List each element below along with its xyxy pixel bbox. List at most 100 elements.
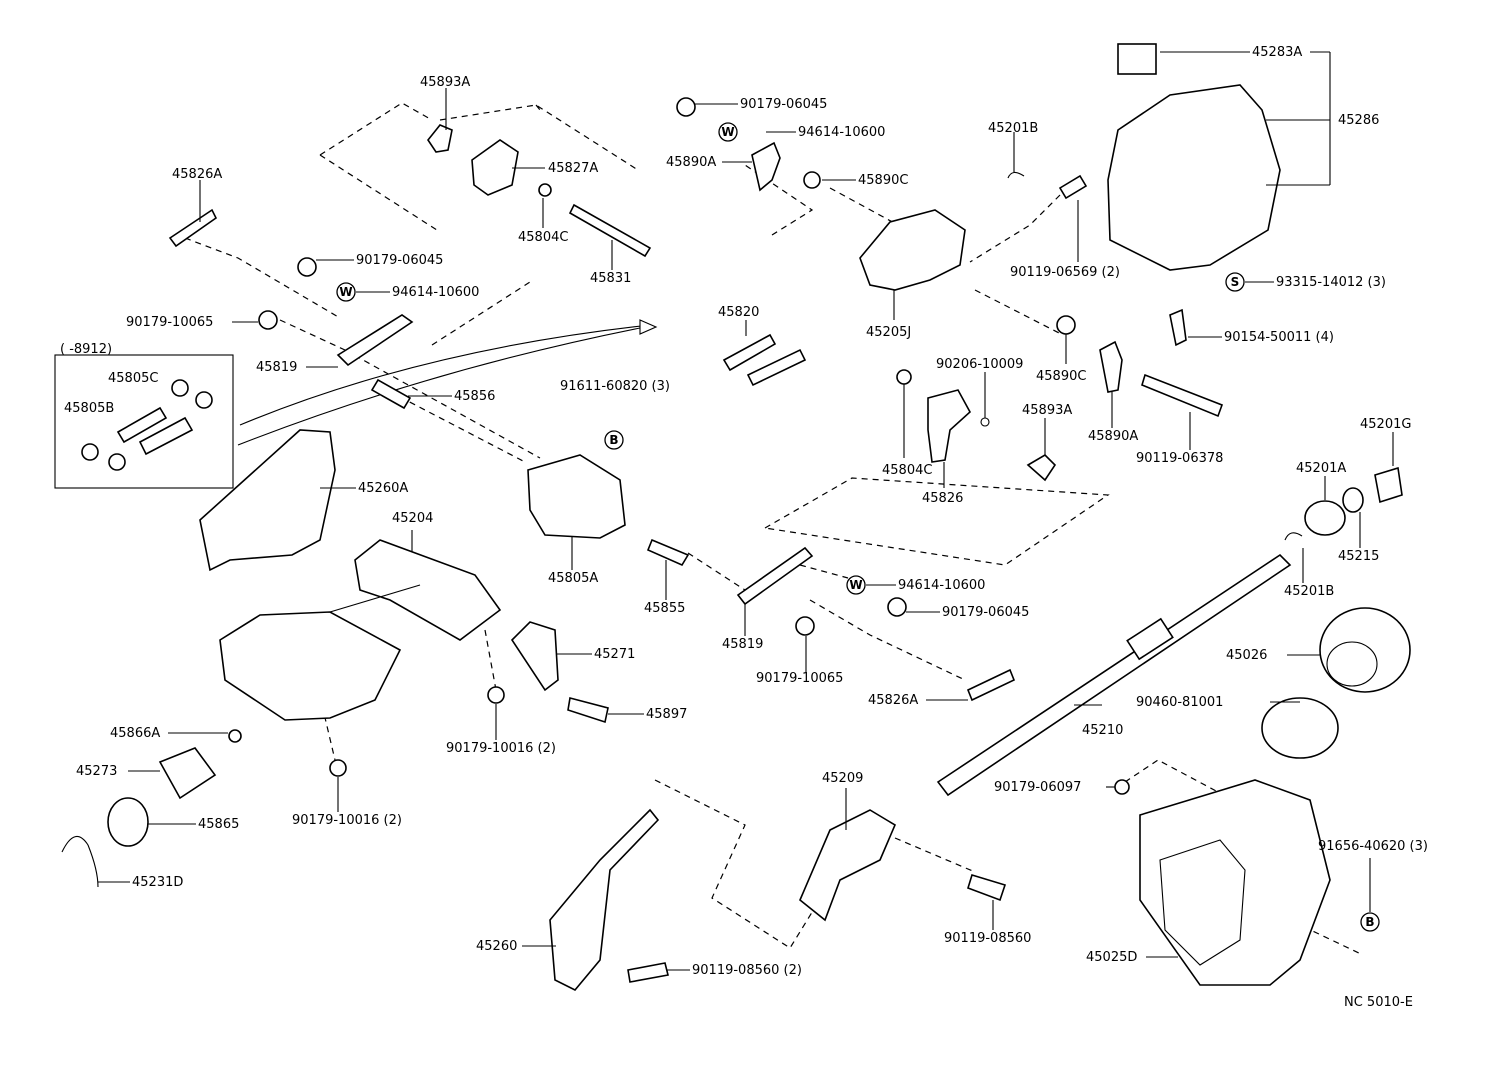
- callout-b-b: B: [1365, 915, 1374, 929]
- label-90179-06097: 90179-06097: [994, 780, 1081, 795]
- label-90460-81001: 90460-81001: [1136, 695, 1223, 710]
- label-90179-06045-c: 90179-06045: [942, 605, 1029, 620]
- pin-45856: [370, 378, 412, 410]
- label-year-range: ( -8912): [60, 342, 112, 357]
- pin-45831: [568, 203, 652, 258]
- label-45893A-top: 45893A: [420, 75, 470, 90]
- spring-45805C: [116, 406, 194, 456]
- label-45865: 45865: [198, 817, 239, 832]
- cylinder-45273: [158, 747, 217, 800]
- label-45283A: [1117, 43, 1157, 75]
- spring-45826A-mid: [966, 668, 1016, 702]
- label-90179-10016-a: 90179-10016 (2): [446, 741, 556, 756]
- label-90179-10065-a: 90179-10065: [126, 315, 213, 330]
- callout-w-a: W: [339, 285, 352, 299]
- callout-w-b: W: [721, 125, 734, 139]
- lock-45805A: [527, 454, 626, 539]
- clip-45201B: [1007, 171, 1025, 179]
- washer-w-callout-icon: [846, 575, 866, 595]
- label-45210: 45210: [1082, 723, 1123, 738]
- label-94614-10600-c: 94614-10600: [898, 578, 985, 593]
- clamp-90460-81001: [1261, 697, 1339, 759]
- label-45804C-top: 45804C: [518, 230, 568, 245]
- bolt-90119-08560-b: [627, 962, 669, 983]
- label-45890A-mid: 45890A: [1088, 429, 1138, 444]
- label-45286: 45286: [1338, 113, 1379, 128]
- spring-45201G: [1374, 466, 1403, 504]
- lever-45890A-mid: [1099, 340, 1123, 393]
- label-45820: 45820: [718, 305, 759, 320]
- callout-symbols: W W W B B S: [336, 122, 1380, 932]
- label-90119-08560-a: 90119-08560: [944, 931, 1031, 946]
- bracket-45826: [927, 389, 972, 463]
- nut-45866A: [228, 729, 242, 743]
- b-callout-icon: [604, 430, 624, 450]
- diagram-code: NC 5010-E: [1344, 995, 1413, 1010]
- bushing-icon: [108, 453, 126, 471]
- nut-90179-06045: [297, 257, 317, 277]
- wire-45231D: [61, 836, 99, 888]
- cover-45286: [1107, 84, 1281, 271]
- label-45273: 45273: [76, 764, 117, 779]
- callout-b-a: B: [609, 433, 618, 447]
- nut-90179-10065-b: [795, 616, 815, 636]
- label-90206-10009: 90206-10009: [936, 357, 1023, 372]
- lever-45819-b: [736, 546, 814, 606]
- label-45209: 45209: [822, 771, 863, 786]
- shaft-45210: [936, 553, 1292, 797]
- label-94614-10600-a: 94614-10600: [392, 285, 479, 300]
- label-91611-60820: 91611-60820 (3): [560, 379, 670, 394]
- b-callout-icon: [1360, 912, 1380, 932]
- label-45201G: 45201G: [1360, 417, 1411, 432]
- nut-45804C: [538, 183, 552, 197]
- clip-90179-10016-a: [487, 686, 505, 704]
- nut-45890C-mid: [1056, 315, 1076, 335]
- lever-45819: [336, 314, 414, 367]
- washer-w-callout-icon: [336, 282, 356, 302]
- label-45025D: 45025D: [1086, 950, 1137, 965]
- label-45819-a: 45819: [256, 360, 297, 375]
- callout-s: S: [1231, 275, 1240, 289]
- nut-90179-06045-top: [676, 97, 696, 117]
- label-45805B: 45805B: [64, 401, 114, 416]
- label-45897: 45897: [646, 707, 687, 722]
- bushing-45805B: [81, 443, 99, 461]
- label-90179-06045-b: 90179-06045: [740, 97, 827, 112]
- label-91656-40620: 91656-40620 (3): [1318, 839, 1428, 854]
- label-90179-10065-b: 90179-10065: [756, 671, 843, 686]
- bushing-icon: [195, 391, 213, 409]
- callout-w-c: W: [849, 578, 862, 592]
- nut-90179-06097: [1114, 779, 1130, 795]
- assembly-45205J: [859, 209, 966, 291]
- nut-45890C: [803, 171, 821, 189]
- bracket-45827A: [471, 139, 519, 196]
- label-45826A-top: 45826A: [172, 167, 222, 182]
- label-45271: 45271: [594, 647, 635, 662]
- housing-45260A: [199, 429, 336, 572]
- label-90179-10016-b: 90179-10016 (2): [292, 813, 402, 828]
- washer-w-callout-icon: [718, 122, 738, 142]
- part-drawings: [54, 43, 1411, 991]
- label-45866A: 45866A: [110, 726, 160, 741]
- pin-45855: [646, 538, 690, 567]
- clip-45893A-mid: [1026, 453, 1057, 482]
- spring-45820: [722, 333, 777, 372]
- label-45283A: 45283A: [1252, 45, 1302, 60]
- label-45831: 45831: [590, 271, 631, 286]
- label-45205J: 45205J: [866, 325, 911, 340]
- label-45805C: 45805C: [108, 371, 158, 386]
- leader-lines: [98, 51, 1394, 971]
- screw-90154-50011: [1169, 308, 1187, 347]
- part-labels: 45893A 45827A 45826A 45804C 45831 90179-…: [60, 45, 1428, 1010]
- bearing-45201A: [1304, 500, 1346, 536]
- label-45856: 45856: [454, 389, 495, 404]
- nut-90179-10065: [258, 310, 278, 330]
- bracket-45204-lower: [219, 611, 402, 721]
- clip-45201B-mid: [1284, 532, 1303, 541]
- nut-45804C-mid: [896, 369, 912, 385]
- clip-90179-10016-b: [329, 759, 347, 777]
- pin-45897: [567, 697, 609, 724]
- label-93315-14012: 93315-14012 (3): [1276, 275, 1386, 290]
- label-45855: 45855: [644, 601, 685, 616]
